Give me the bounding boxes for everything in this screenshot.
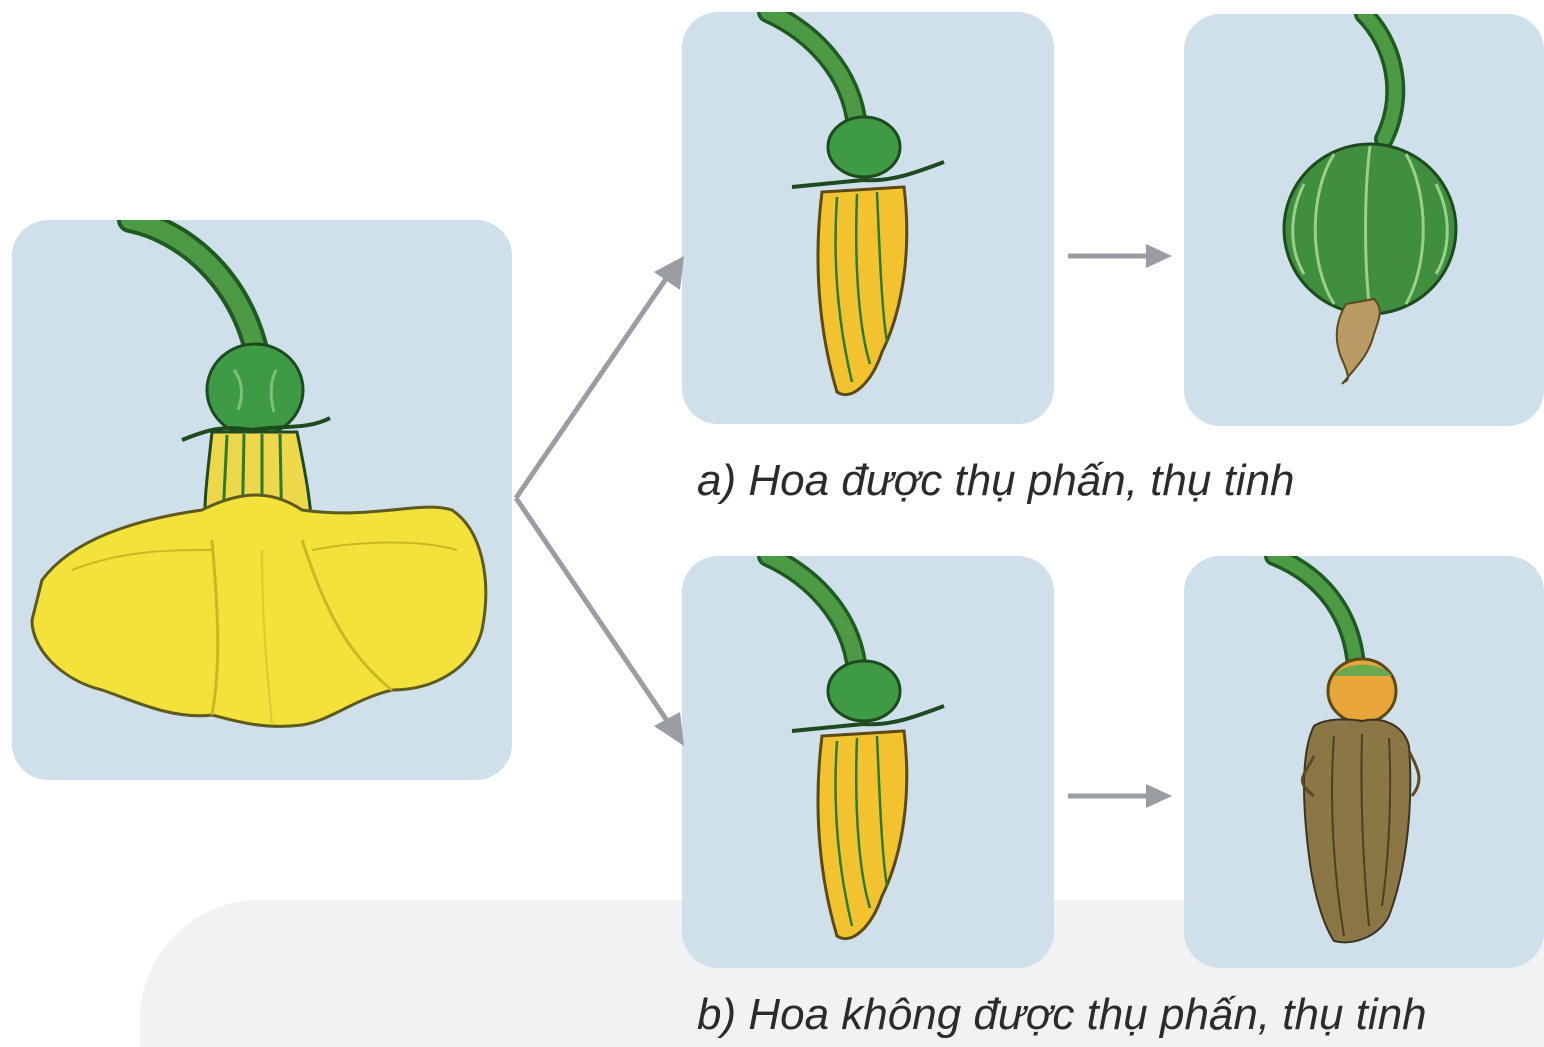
open-female-flower-illustration — [12, 220, 512, 780]
branch-arrow-up-icon — [516, 256, 684, 498]
fruit-panel-a — [1184, 14, 1544, 426]
closed-flower-panel-a — [682, 12, 1054, 424]
developing-fruit-illustration — [1184, 14, 1544, 426]
wilted-flower-panel-b — [1184, 556, 1544, 968]
open-flower-panel — [12, 220, 512, 780]
progress-arrow-a-icon — [1068, 244, 1172, 268]
closed-flower-panel-b — [682, 556, 1054, 968]
wilted-flower-illustration — [1184, 556, 1544, 968]
branch-arrow-down-icon — [516, 498, 684, 746]
progress-arrow-b-icon — [1068, 784, 1172, 808]
caption-pollinated: a) Hoa được thụ phấn, thụ tinh — [697, 456, 1295, 506]
closed-flower-illustration — [682, 12, 1054, 424]
closed-flower-illustration — [682, 556, 1054, 968]
caption-not-pollinated: b) Hoa không được thụ phấn, thụ tinh — [697, 990, 1427, 1040]
